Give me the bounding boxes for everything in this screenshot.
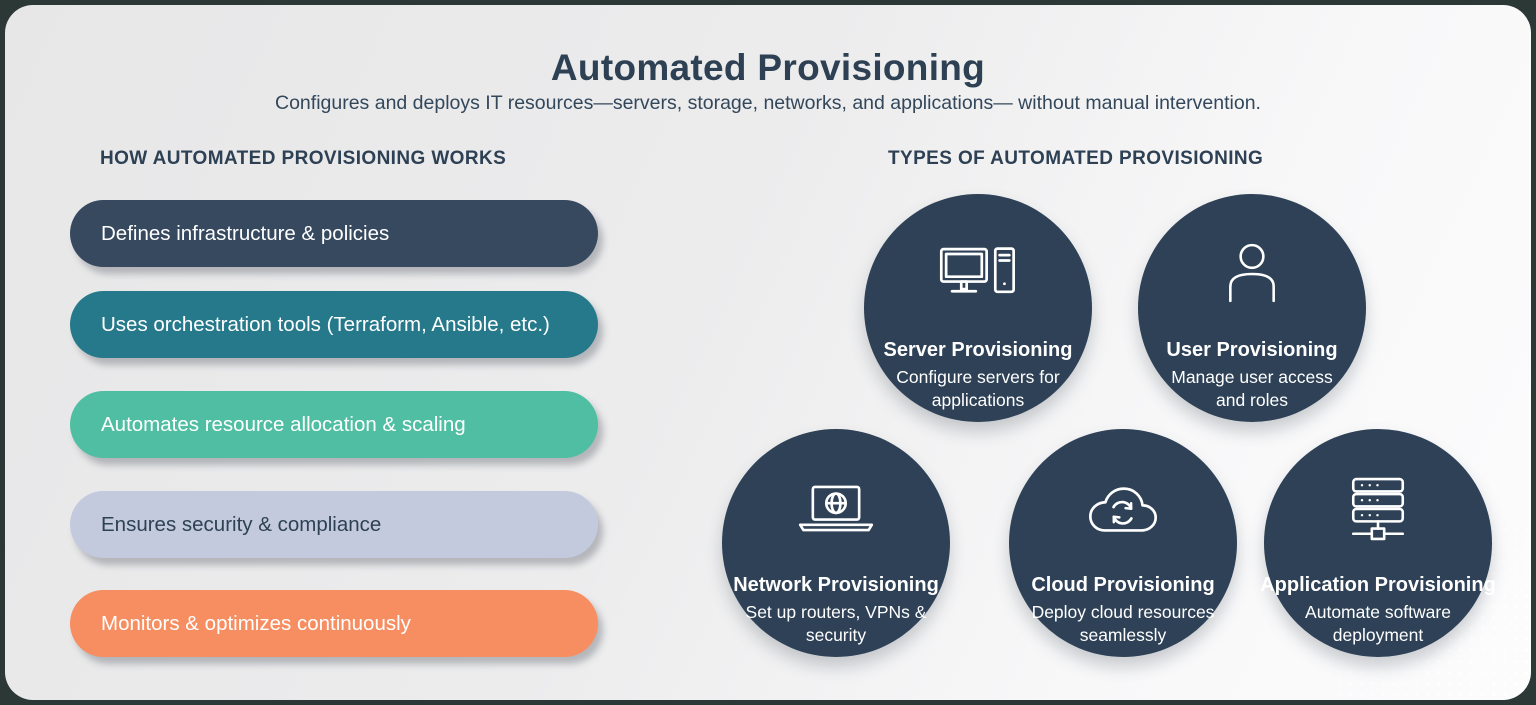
step-pill-orchestration-tools: Uses orchestration tools (Terraform, Ans…	[70, 291, 598, 358]
step-pill-defines-infrastructure: Defines infrastructure & policies	[70, 200, 598, 267]
type-circle-server-provisioning: Server Provisioning Configure servers fo…	[864, 194, 1092, 422]
desktop-computer-icon	[939, 229, 1017, 319]
type-circle-user-provisioning: User Provisioning Manage user access and…	[1138, 194, 1366, 422]
step-pill-label: Automates resource allocation & scaling	[101, 412, 466, 436]
step-pill-label: Monitors & optimizes continuously	[101, 611, 411, 635]
cloud-sync-icon	[1082, 464, 1164, 554]
infographic-card: Automated Provisioning Configures and de…	[5, 5, 1531, 700]
types-section-heading: TYPES OF AUTOMATED PROVISIONING	[888, 148, 1264, 169]
step-pill-label: Defines infrastructure & policies	[101, 221, 390, 245]
type-title: Cloud Provisioning	[1031, 574, 1215, 596]
step-pill-resource-allocation: Automates resource allocation & scaling	[70, 391, 598, 458]
type-title: Network Provisioning	[733, 574, 939, 596]
page-title: Automated Provisioning	[550, 47, 986, 88]
step-pill-security-compliance: Ensures security & compliance	[70, 491, 598, 558]
type-description: Automate software deployment	[1305, 602, 1451, 645]
type-description: Set up routers, VPNs & security	[745, 602, 927, 645]
user-icon	[1219, 229, 1285, 319]
type-circle-application-provisioning: Application Provisioning Automate softwa…	[1260, 429, 1496, 657]
page-subtitle: Configures and deploys IT resources—serv…	[275, 92, 1261, 114]
type-title: User Provisioning	[1166, 339, 1338, 361]
type-title: Application Provisioning	[1260, 574, 1496, 596]
type-circle-network-provisioning: Network Provisioning Set up routers, VPN…	[722, 429, 950, 657]
type-title: Server Provisioning	[883, 339, 1073, 361]
laptop-globe-icon	[796, 464, 876, 554]
step-pill-label: Uses orchestration tools (Terraform, Ans…	[101, 312, 550, 336]
type-description: Deploy cloud resources seamlessly	[1031, 602, 1215, 645]
type-description: Manage user access and roles	[1171, 367, 1333, 410]
type-description: Configure servers for applications	[896, 367, 1060, 410]
step-pill-monitors-optimizes: Monitors & optimizes continuously	[70, 590, 598, 657]
type-circle-cloud-provisioning: Cloud Provisioning Deploy cloud resource…	[1009, 429, 1237, 657]
how-section-heading: HOW AUTOMATED PROVISIONING WORKS	[100, 148, 507, 169]
server-rack-icon	[1345, 464, 1411, 554]
step-pill-label: Ensures security & compliance	[101, 512, 382, 536]
